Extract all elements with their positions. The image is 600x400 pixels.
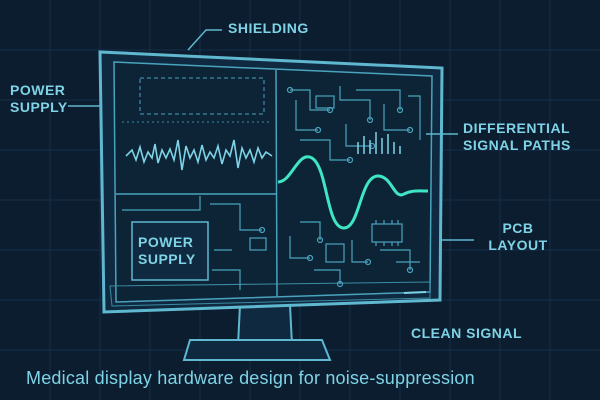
screen-vertical-divider — [275, 69, 278, 297]
capacitor-component — [249, 237, 267, 251]
dashed-component-region — [139, 77, 265, 115]
label-clean-signal: CLEAN SIGNAL — [411, 325, 522, 341]
chip-component-top — [315, 95, 335, 109]
power-indicator — [403, 291, 427, 294]
label-differential-signal-paths: DIFFERENTIAL SIGNAL PATHS — [463, 120, 571, 153]
monitor-stand — [182, 304, 332, 361]
pcb-traces-top — [286, 86, 421, 164]
pcb-traces-bottom — [289, 221, 420, 288]
bar-indicator — [357, 132, 401, 154]
label-shielding: SHIELDING — [228, 20, 309, 36]
leader-lines — [68, 29, 474, 241]
caption: Medical display hardware design for nois… — [26, 368, 475, 388]
label-pcb-layout: PCB LAYOUT — [488, 220, 548, 253]
bezel-bottom-strip — [109, 281, 431, 307]
label-power-supply: POWER SUPPLY — [10, 82, 68, 115]
noisy-signal-waveform — [125, 139, 273, 171]
label-power-supply-inner: POWER SUPPLY — [138, 234, 196, 267]
pcb-traces-power — [122, 196, 266, 290]
power-supply-block — [131, 221, 209, 281]
clean-signal-waveform — [277, 155, 429, 230]
chip-component-bottom — [325, 220, 403, 263]
